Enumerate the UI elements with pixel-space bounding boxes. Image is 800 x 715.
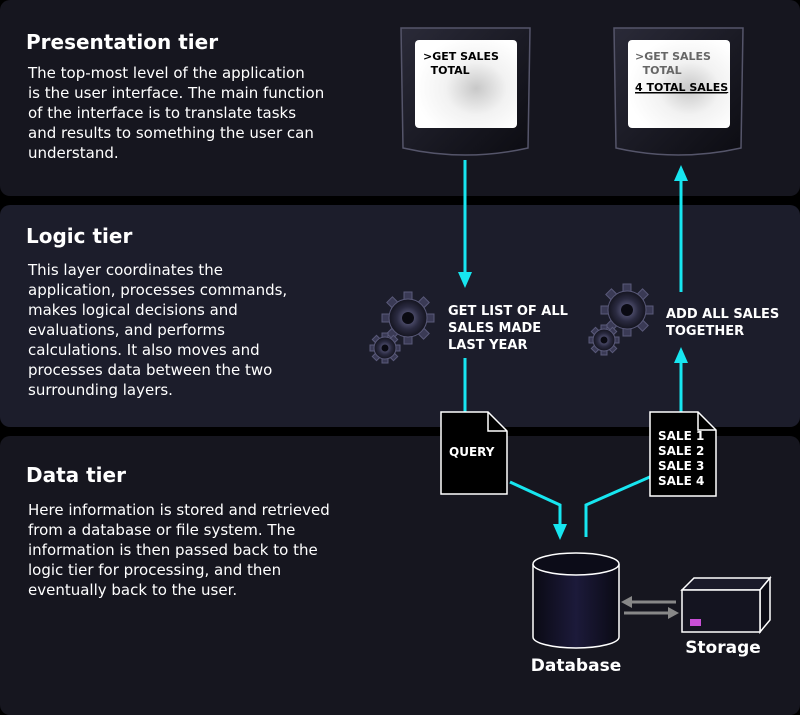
right-screen-line-2: TOTAL [635,64,682,77]
query-document-fold [487,412,507,432]
storage-led [690,619,701,626]
right-monitor-screen [628,40,730,128]
db-storage-sync-arrows [621,596,679,619]
desc-line: is the user interface. The main function [28,84,325,102]
desc-line: evaluations, and performs [28,321,225,339]
desc-line: and results to something the user can [28,124,314,142]
query-to-db-arrow [509,480,562,525]
desc-line: understand. [28,144,119,162]
desc-line: logic tier for processing, and then [28,561,282,579]
desc-line: of the interface is to translate tasks [28,104,297,122]
left-monitor [400,27,531,156]
logic-step-right-line-1: ADD ALL SALES [666,307,779,322]
left-screen-line-2: TOTAL [423,64,470,77]
presentation-tier-description: The top-most level of the application is… [28,63,324,163]
desc-line: processes data between the two [28,361,273,379]
presentation-tier-title: Presentation tier [26,30,219,54]
logic-tier-title: Logic tier [26,224,133,248]
left-screen-line-1: >GET SALES [423,50,499,63]
logic-step-right-line-2: TOGETHER [666,324,744,339]
sale-line: SALE 1 [658,429,704,443]
sale-line: SALE 3 [658,459,704,473]
query-document-label: QUERY [449,445,495,459]
logic-step-left-line-2: SALES MADE [448,321,541,336]
sale-line: SALE 2 [658,444,704,458]
desc-line: calculations. It also moves and [28,341,260,359]
logic-tier-description: This layer coordinates the application, … [28,260,287,400]
left-gears-icon [369,291,435,364]
database-icon [532,552,620,649]
logic-step-left-line-3: LAST YEAR [448,338,527,353]
desc-line: information is then passed back to the [28,541,318,559]
desc-line: Here information is stored and retrieved [28,501,330,519]
right-screen-line-1: >GET SALES [635,50,711,63]
storage-drive-icon [680,575,772,635]
sales-document-fold [697,412,716,431]
db-to-sales-arrow [584,474,653,537]
data-tier-description: Here information is stored and retrieved… [28,500,330,600]
right-monitor [613,27,744,156]
logic-step-left-line-1: GET LIST OF ALL [448,304,568,319]
desc-line: application, processes commands, [28,281,288,299]
desc-line: The top-most level of the application [28,64,305,82]
data-tier-title: Data tier [26,463,126,487]
request-arrowhead [458,272,472,288]
result-arrowhead [674,165,688,181]
sales-document-icon [649,411,717,497]
desc-line: This layer coordinates the [28,261,224,279]
database-label: Database [531,656,621,676]
desc-line: from a database or file system. The [28,521,296,539]
desc-line: makes logical decisions and [28,301,238,319]
left-monitor-screen [415,40,517,128]
sales-arrowhead [674,347,688,363]
desc-line: eventually back to the user. [28,581,238,599]
sale-line: SALE 4 [658,474,704,488]
storage-label: Storage [685,638,761,658]
query-to-db-arrowhead [553,524,567,540]
right-gears-icon [588,283,654,356]
query-document-icon [440,411,508,495]
desc-line: surrounding layers. [28,381,173,399]
right-screen-result: 4 TOTAL SALES [635,81,728,94]
